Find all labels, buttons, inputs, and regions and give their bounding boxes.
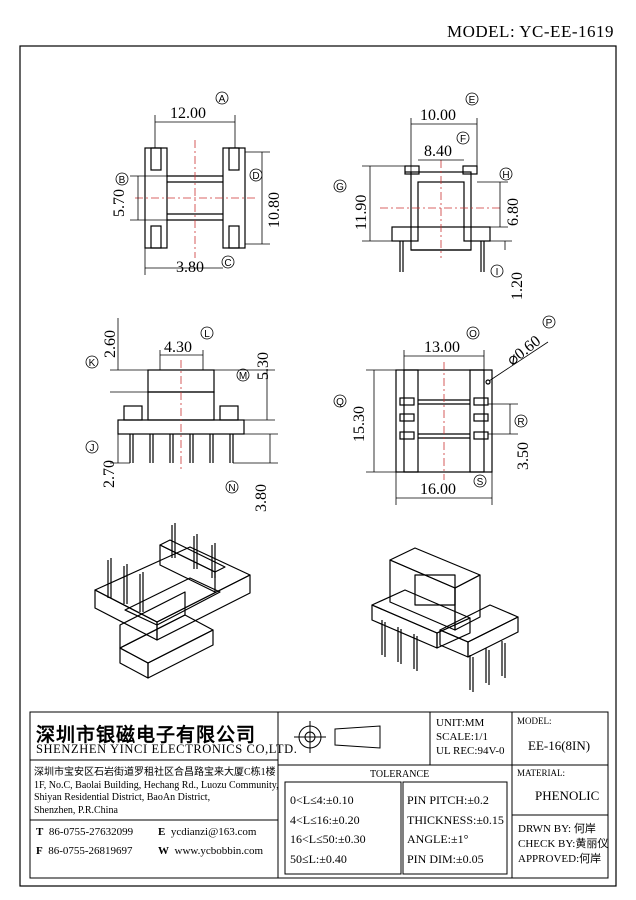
material-value: PHENOLIC: [535, 788, 600, 803]
web-value: www.ycbobbin.com: [174, 845, 264, 857]
dim-16-00: 16.00: [420, 481, 456, 498]
model-value: EE-16(8IN): [528, 738, 591, 753]
side-view: [362, 118, 512, 272]
address-en-1: 1F, No.C, Baolai Building, Hechang Rd., …: [34, 779, 279, 791]
dim-1-20: 1.20: [509, 272, 526, 300]
dim-pin-diameter: ⌀0.60: [504, 333, 544, 370]
drawn-by: DRWN BY: 何岸: [518, 823, 596, 835]
tolerance-other: PIN PITCH:±0.2 THICKNESS:±0.15 ANGLE:±1°…: [407, 791, 504, 869]
signoff-block: DRWN BY: 何岸 CHECK BY:黄丽仪 APPROVED:何岸: [518, 822, 608, 867]
tolerance-list: 0<L≤4:±0.10 4<L≤16:±0.20 16<L≤50:±0.30 5…: [290, 791, 366, 869]
pin-pitch: PIN PITCH:±0.2: [407, 793, 489, 807]
tolerance-row: 16<L≤50:±0.30: [290, 832, 366, 846]
dim-15-30: 15.30: [351, 406, 368, 442]
spec-block: UNIT:MM SCALE:1/1 UL REC:94V-0: [436, 716, 505, 758]
model-number: MODEL: YC-EE-1619: [447, 22, 614, 41]
dim-8-40: 8.40: [424, 143, 452, 160]
title-block-lines: [29, 711, 609, 879]
label-g: G: [336, 182, 344, 193]
angle: ANGLE:±1°: [407, 832, 469, 846]
address-en-3: Shenzhen, P.R.China: [34, 804, 118, 816]
label-j: J: [90, 443, 95, 454]
web-label: W: [158, 845, 169, 857]
label-d: D: [252, 171, 259, 182]
dim-10-00: 10.00: [420, 107, 456, 124]
tel-line: T 86-0755-27632099: [36, 826, 133, 838]
isometric-view-right: [371, 547, 519, 692]
dim-5-30: 5.30: [255, 352, 272, 380]
unit: UNIT:MM: [436, 717, 485, 729]
dim-3-80-pins: 3.80: [253, 484, 270, 512]
approved-by: APPROVED:何岸: [518, 853, 602, 865]
dim-4-30: 4.30: [164, 339, 192, 356]
label-r: R: [517, 417, 524, 428]
front-view: [130, 115, 270, 275]
web-line: W www.ycbobbin.com: [158, 845, 263, 857]
tolerance-title: TOLERANCE: [370, 769, 430, 780]
label-h: H: [502, 170, 509, 181]
address-cn: 深圳市宝安区石岩街道罗租社区合昌路宝来大厦C栋1楼: [34, 767, 276, 778]
tolerance-row: 0<L≤4:±0.10: [290, 793, 354, 807]
fax-label: F: [36, 845, 43, 857]
email-line: E ycdianzi@163.com: [158, 826, 256, 838]
label-m: M: [239, 371, 247, 382]
fax-line: F 86-0755-26819697: [36, 845, 133, 857]
label-k: K: [89, 358, 96, 369]
fax-value: 86-0755-26819697: [48, 845, 133, 857]
label-f: F: [460, 134, 466, 145]
email-label: E: [158, 826, 166, 838]
label-l: L: [204, 329, 210, 340]
scale: SCALE:1/1: [436, 731, 488, 743]
dim-11-90: 11.90: [353, 195, 370, 230]
isometric-view-left: [94, 523, 251, 679]
label-c: C: [224, 258, 231, 269]
label-e: E: [469, 95, 476, 106]
pin-dim: PIN DIM:±0.05: [407, 851, 484, 866]
dim-3-50: 3.50: [515, 442, 532, 470]
projection-symbol-icon: [294, 721, 381, 753]
thickness: THICKNESS:±0.15: [407, 812, 504, 827]
dim-2-70: 2.70: [101, 460, 118, 488]
label-a: A: [219, 94, 226, 105]
label-b: B: [119, 175, 126, 186]
tolerance-row: 4<L≤16:±0.20: [290, 812, 360, 827]
material-label: MATERIAL:: [517, 768, 565, 778]
dim-3-80-front: 3.80: [176, 259, 204, 276]
dim-5-70: 5.70: [111, 189, 128, 217]
dim-13-00: 13.00: [424, 339, 460, 356]
elevation-view: [110, 318, 278, 470]
tel-label: T: [36, 826, 44, 838]
label-n: N: [228, 483, 235, 494]
tolerance-row: 50≤L:±0.40: [290, 851, 347, 866]
dim-2-60: 2.60: [102, 330, 119, 358]
label-q: Q: [336, 397, 344, 408]
address-en-2: Shiyan Residential District, BaoAn Distr…: [34, 792, 211, 803]
label-s: S: [477, 477, 484, 488]
label-p: P: [546, 318, 553, 329]
company-name-en: SHENZHEN YINCI ELECTRONICS CO,LTD.: [36, 742, 298, 756]
drawing-frame: [19, 45, 617, 887]
dim-6-80: 6.80: [505, 198, 522, 226]
ul-rec: UL REC:94V-0: [436, 745, 505, 757]
label-i: I: [496, 267, 499, 278]
tel-value: 86-0755-27632099: [48, 826, 134, 838]
model-label: MODEL:: [517, 716, 552, 726]
dim-10-80: 10.80: [266, 192, 283, 228]
company-name-cn: 深圳市银磁电子有限公司: [36, 725, 257, 746]
top-view: [366, 341, 549, 505]
address-block: 深圳市宝安区石岩街道罗租社区合昌路宝来大厦C栋1楼 1F, No.C, Baol…: [34, 767, 279, 817]
email-value: ycdianzi@163.com: [170, 826, 257, 838]
label-o: O: [469, 329, 477, 340]
check-by: CHECK BY:黄丽仪: [518, 838, 609, 850]
dim-12-00: 12.00: [170, 105, 206, 122]
